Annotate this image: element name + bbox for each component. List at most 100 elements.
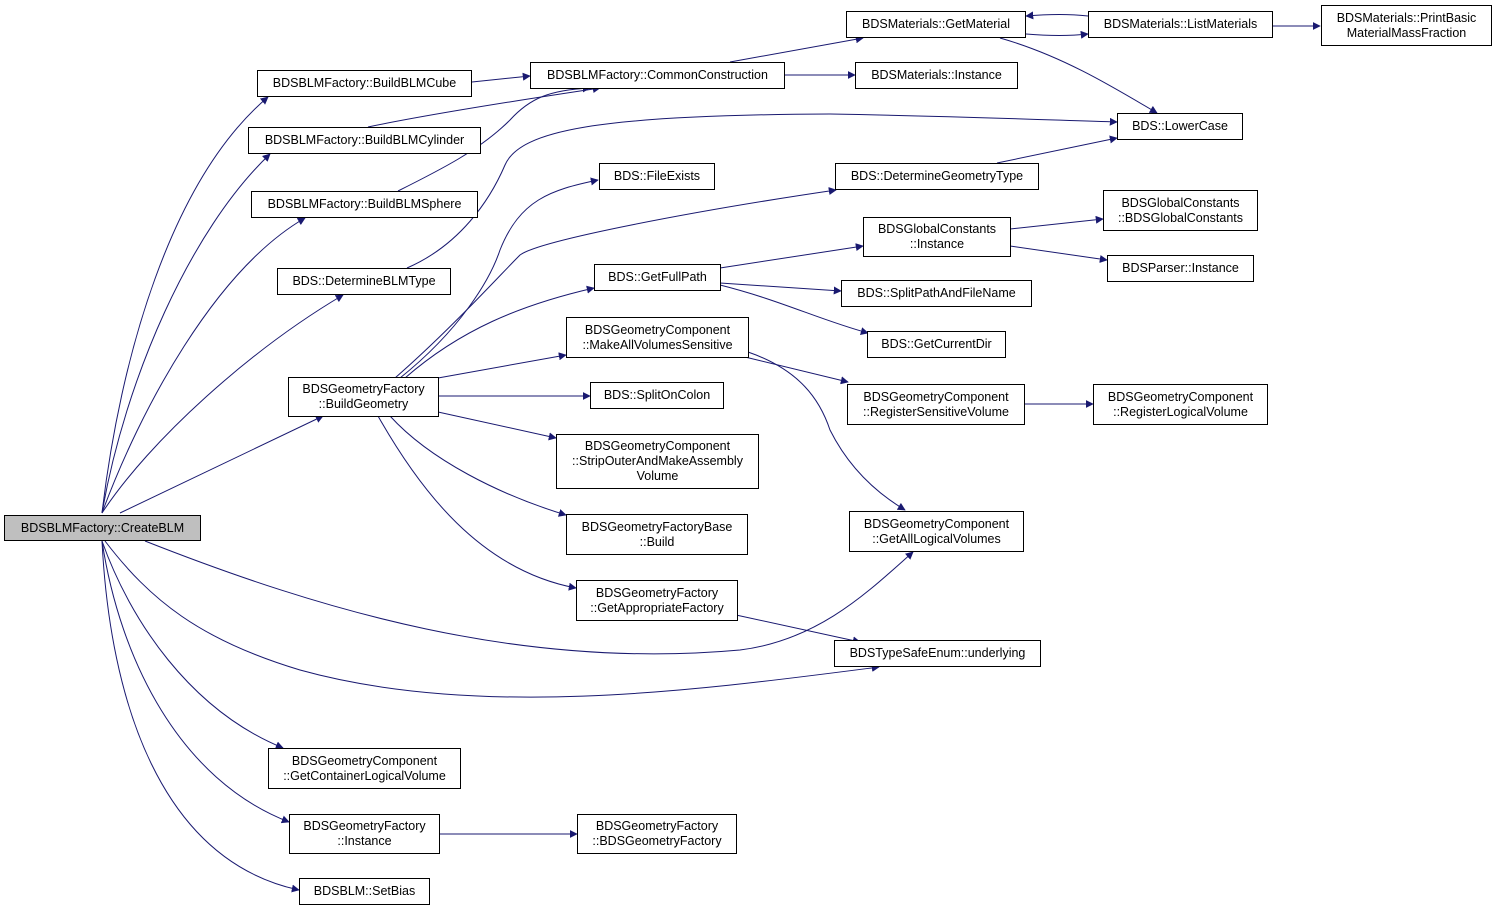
edge-createblm-buildgeometry (119, 415, 324, 514)
edge-makeallvolumessensitive-getalllogicalvolumes (747, 351, 906, 511)
edge-makeallvolumessensitive-registersensitivevolume (744, 356, 849, 385)
edge-buildgeometry-getappropriatefactory (377, 415, 577, 591)
node-getalllogicalvolumes[interactable]: BDSGeometryComponent ::GetAllLogicalVolu… (849, 511, 1024, 552)
node-label: BDSBLMFactory::CommonConstruction (547, 68, 768, 82)
edge-createblm-buildblmcylinder (101, 153, 271, 514)
node-label: BDSGeometryComponent ::RegisterSensitive… (863, 389, 1009, 419)
edge-createblm-buildblmsphere (101, 217, 306, 514)
edge-buildgeometry-fileexists (399, 177, 599, 379)
node-getfullpath[interactable]: BDS::GetFullPath (594, 264, 721, 291)
node-label: BDS::GetFullPath (608, 270, 707, 284)
edge-determineblmtype-lowercase (406, 113, 1118, 269)
node-getcontainerlogicalvolume[interactable]: BDSGeometryComponent ::GetContainerLogic… (268, 748, 461, 789)
node-label: BDSGeometryComponent ::RegisterLogicalVo… (1107, 389, 1254, 419)
node-label: BDSGeometryFactoryBase ::Build (581, 519, 733, 549)
node-getmaterial[interactable]: BDSMaterials::GetMaterial (846, 11, 1026, 38)
node-label: BDSGeometryComponent ::MakeAllVolumesSen… (582, 322, 733, 352)
node-underlying[interactable]: BDSTypeSafeEnum::underlying (834, 640, 1041, 667)
node-label: BDSGeometryComponent ::GetAllLogicalVolu… (863, 516, 1010, 546)
edge-getappropriatefactory-underlying (735, 614, 861, 645)
node-registerlogicalvolume[interactable]: BDSGeometryComponent ::RegisterLogicalVo… (1093, 384, 1268, 425)
node-label: BDS::SplitPathAndFileName (857, 286, 1016, 300)
edge-buildgeometry-stripouter (437, 411, 557, 441)
node-buildgeometry[interactable]: BDSGeometryFactory ::BuildGeometry (288, 377, 439, 417)
node-label: BDSGeometryFactory ::Instance (303, 819, 426, 848)
node-label: BDS::DetermineGeometryType (850, 169, 1024, 183)
edge-buildblmcube-commonconstruction (471, 72, 531, 83)
node-printbasic[interactable]: BDSMaterials::PrintBasic MaterialMassFra… (1321, 5, 1492, 46)
node-globalconstantsctor[interactable]: BDSGlobalConstants ::BDSGlobalConstants (1103, 190, 1258, 231)
node-label: BDSMaterials::PrintBasic MaterialMassFra… (1336, 10, 1477, 40)
node-label: BDS::DetermineBLMType (292, 274, 436, 288)
edge-buildgeometry-makeallvolumessensitive (437, 352, 567, 379)
edge-listmaterials-getmaterial (1025, 11, 1089, 20)
node-label: BDSMaterials::ListMaterials (1103, 17, 1258, 31)
node-label: BDS::LowerCase (1132, 119, 1228, 133)
edge-createblm-getcontainerlogicalvolume (101, 540, 284, 749)
node-factorybasebuild[interactable]: BDSGeometryFactoryBase ::Build (566, 514, 748, 555)
edge-buildblmsphere-commonconstruction (397, 84, 591, 192)
edge-commonconstruction-getmaterial (729, 35, 864, 63)
node-label: BDSGeometryFactory ::BuildGeometry (302, 382, 425, 411)
edge-getfullpath-globalconstantsinstance (719, 243, 864, 269)
node-setbias[interactable]: BDSBLM::SetBias (299, 878, 430, 905)
node-determinegeometrytype[interactable]: BDS::DetermineGeometryType (835, 163, 1039, 190)
node-label: BDS::SplitOnColon (603, 388, 711, 402)
edge-buildblmcylinder-commonconstruction (367, 85, 601, 128)
edge-createblm-setbias (101, 540, 300, 893)
node-label: BDSGeometryComponent ::GetContainerLogic… (283, 753, 446, 783)
edge-buildgeometry-determinegeometrytype (394, 187, 837, 379)
node-label: BDSParser::Instance (1122, 261, 1239, 275)
node-parserinstance[interactable]: BDSParser::Instance (1107, 255, 1254, 282)
edge-globalconstantsinstance-parserinstance (1009, 245, 1108, 263)
edge-determinegeometrytype-lowercase (996, 135, 1118, 164)
node-label: BDSMaterials::Instance (871, 68, 1002, 82)
edge-createblm-determineblmtype (101, 294, 344, 514)
edge-createblm-geometryfactoryinstance (101, 540, 290, 824)
edge-globalconstantsinstance-globalconstantsctor (1009, 215, 1104, 230)
edge-getfullpath-getcurrentdir (719, 284, 869, 335)
node-label: BDSGeometryFactory ::GetAppropriateFacto… (590, 585, 724, 615)
node-makeallvolumessensitive[interactable]: BDSGeometryComponent ::MakeAllVolumesSen… (566, 317, 749, 358)
node-globalconstantsinstance[interactable]: BDSGlobalConstants ::Instance (863, 217, 1011, 257)
node-listmaterials[interactable]: BDSMaterials::ListMaterials (1088, 11, 1273, 38)
node-label: BDS::FileExists (613, 169, 701, 183)
node-buildblmcylinder[interactable]: BDSBLMFactory::BuildBLMCylinder (248, 127, 481, 154)
node-label: BDSGeometryComponent ::StripOuterAndMake… (572, 439, 743, 483)
node-geometryfactoryctor[interactable]: BDSGeometryFactory ::BDSGeometryFactory (577, 814, 737, 854)
node-getappropriatefactory[interactable]: BDSGeometryFactory ::GetAppropriateFacto… (576, 580, 738, 621)
node-createblm[interactable]: BDSBLMFactory::CreateBLM (4, 515, 201, 541)
node-fileexists[interactable]: BDS::FileExists (599, 163, 715, 190)
node-stripouter[interactable]: BDSGeometryComponent ::StripOuterAndMake… (556, 434, 759, 489)
edge-getmaterial-listmaterials (1025, 30, 1089, 39)
node-materialsinstance[interactable]: BDSMaterials::Instance (855, 62, 1018, 89)
node-label: BDSTypeSafeEnum::underlying (849, 646, 1026, 660)
node-getcurrentdir[interactable]: BDS::GetCurrentDir (867, 331, 1006, 358)
node-label: BDSBLMFactory::BuildBLMCylinder (264, 133, 465, 147)
edge-buildgeometry-factorybasebuild (389, 415, 567, 517)
node-determineblmtype[interactable]: BDS::DetermineBLMType (277, 268, 451, 295)
node-label: BDSGlobalConstants ::Instance (877, 222, 997, 251)
node-label: BDSMaterials::GetMaterial (862, 17, 1010, 31)
edge-getmaterial-lowercase (999, 37, 1158, 114)
edge-getfullpath-splitpathandfilename (719, 282, 842, 295)
node-splitoncolon[interactable]: BDS::SplitOnColon (590, 382, 724, 409)
node-buildblmsphere[interactable]: BDSBLMFactory::BuildBLMSphere (251, 191, 478, 218)
edge-createblm-underlying (104, 540, 880, 698)
edge-createblm-getalllogicalvolumes (144, 540, 914, 655)
node-label: BDSBLMFactory::BuildBLMSphere (267, 197, 462, 211)
node-commonconstruction[interactable]: BDSBLMFactory::CommonConstruction (530, 62, 785, 89)
node-label: BDSGeometryFactory ::BDSGeometryFactory (592, 819, 722, 848)
node-label: BDS::GetCurrentDir (881, 337, 992, 351)
node-registersensitivevolume[interactable]: BDSGeometryComponent ::RegisterSensitive… (847, 384, 1025, 425)
node-label: BDSBLMFactory::CreateBLM (20, 520, 185, 535)
edge-buildgeometry-getfullpath (404, 285, 595, 379)
node-lowercase[interactable]: BDS::LowerCase (1117, 113, 1243, 140)
node-label: BDSBLM::SetBias (313, 884, 416, 898)
node-label: BDSGlobalConstants ::BDSGlobalConstants (1117, 195, 1244, 225)
node-geometryfactoryinstance[interactable]: BDSGeometryFactory ::Instance (289, 814, 440, 854)
node-splitpathandfilename[interactable]: BDS::SplitPathAndFileName (841, 280, 1032, 307)
node-label: BDSBLMFactory::BuildBLMCube (272, 76, 457, 90)
node-buildblmcube[interactable]: BDSBLMFactory::BuildBLMCube (257, 70, 472, 97)
